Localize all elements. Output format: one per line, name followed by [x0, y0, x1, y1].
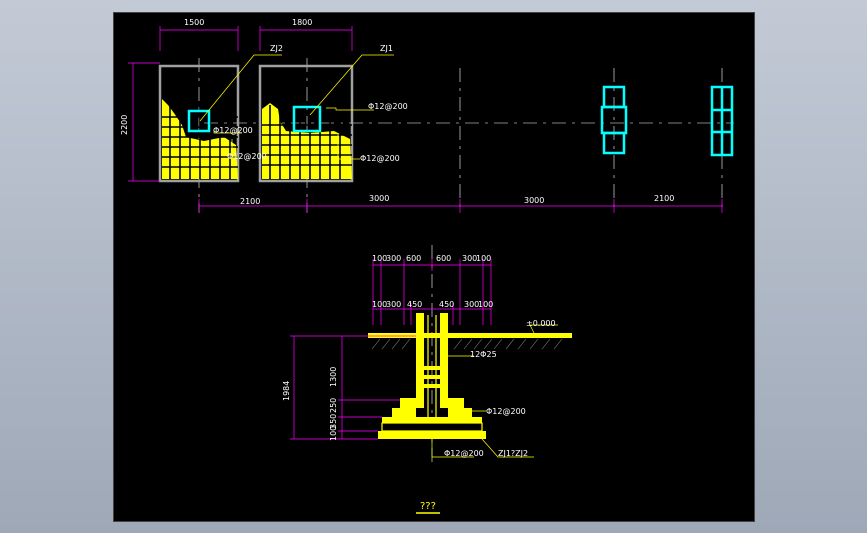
plan-left-dimension — [128, 62, 160, 182]
dim-zj2-width: 1500 — [184, 18, 204, 27]
sec-dim-r2-3: 450 — [439, 300, 454, 309]
sec-dim-250: 250 — [329, 398, 338, 413]
column-rebar-label: 12Φ25 — [470, 350, 497, 359]
plan-view: 1500 1800 2200 2100 3000 3000 2100 ZJ2 — [120, 18, 734, 213]
dim-span-4: 2100 — [654, 194, 674, 203]
drawing-canvas[interactable]: 1500 1800 2200 2100 3000 3000 2100 ZJ2 — [113, 12, 755, 522]
footing-base — [378, 431, 486, 439]
sec-dim-r2-4: 300 — [464, 300, 479, 309]
sec-dim-r1-4: 300 — [462, 254, 477, 263]
drawing-title: ??? — [420, 501, 436, 512]
sec-dim-r2-0: 100 — [372, 300, 387, 309]
dim-span-3: 3000 — [524, 196, 544, 205]
label-zj1: ZJ1 — [380, 44, 393, 53]
rebar-zj2-top: Φ12@200 — [213, 126, 253, 135]
plan-bottom-dimensions — [198, 199, 723, 213]
footing-zj1-column — [292, 105, 322, 133]
footing-section-label: ZJ1?ZJ2 — [498, 449, 528, 458]
column-plan-4[interactable] — [710, 85, 734, 157]
section-left-dims — [290, 335, 416, 440]
footing-zj1-hatch — [262, 103, 352, 179]
section-top-dim-row2 — [373, 303, 491, 325]
section-rebar — [381, 315, 483, 433]
plan-top-dimensions — [159, 26, 353, 51]
ground-slab — [368, 333, 572, 338]
sec-dim-r2-1: 300 — [386, 300, 401, 309]
footing-zj2-hatch — [162, 99, 238, 179]
section-concrete — [378, 313, 486, 439]
sec-dim-r1-5: 100 — [476, 254, 491, 263]
sec-dim-r1-3: 600 — [436, 254, 451, 263]
footing-zj2[interactable] — [158, 64, 240, 183]
label-zj2: ZJ2 — [270, 44, 283, 53]
sec-dim-r1-1: 300 — [386, 254, 401, 263]
dim-zj1-width: 1800 — [292, 18, 312, 27]
sec-dim-total: 1984 — [282, 381, 291, 401]
soil-hatch — [371, 338, 563, 350]
column-left-face — [416, 313, 424, 408]
cad-drawing: 1500 1800 2200 2100 3000 3000 2100 ZJ2 — [120, 18, 734, 514]
section-top-dim-row1 — [372, 259, 492, 325]
sec-dim-r1-2: 600 — [406, 254, 421, 263]
sec-dim-r1-0: 100 — [372, 254, 387, 263]
section-leaders — [431, 324, 558, 458]
base-rebar-label: Φ12@200 — [444, 449, 484, 458]
sec-dim-r2-2: 450 — [407, 300, 422, 309]
sec-dim-r2-5: 100 — [478, 300, 493, 309]
rebar-zj2-mid: Φ12@200 — [227, 152, 267, 161]
sec-dim-1300: 1300 — [329, 367, 338, 387]
dim-span-2: 3000 — [369, 194, 389, 203]
dim-span-1: 2100 — [240, 197, 260, 206]
footing-zj2-column — [187, 109, 211, 133]
section-view: 100 300 600 600 300 100 100 300 450 450 … — [282, 245, 572, 465]
sec-dim-100: 100 — [329, 426, 338, 441]
rebar-zj1-bottom: Φ12@200 — [360, 154, 400, 163]
column-plan-3[interactable] — [600, 85, 628, 155]
rebar-zj1-top: Φ12@200 — [368, 102, 408, 111]
footing-zj2-outline — [158, 64, 240, 183]
sec-dim-350: 350 — [329, 414, 338, 429]
elevation-label: ±0.000 — [526, 319, 556, 328]
footing-zj1-outline — [258, 64, 354, 183]
footing-zj1[interactable] — [258, 64, 354, 183]
plan-leaders — [199, 54, 394, 160]
column-right-face — [440, 313, 448, 408]
step-rebar-label: Φ12@200 — [486, 407, 526, 416]
dim-height: 2200 — [120, 115, 129, 135]
